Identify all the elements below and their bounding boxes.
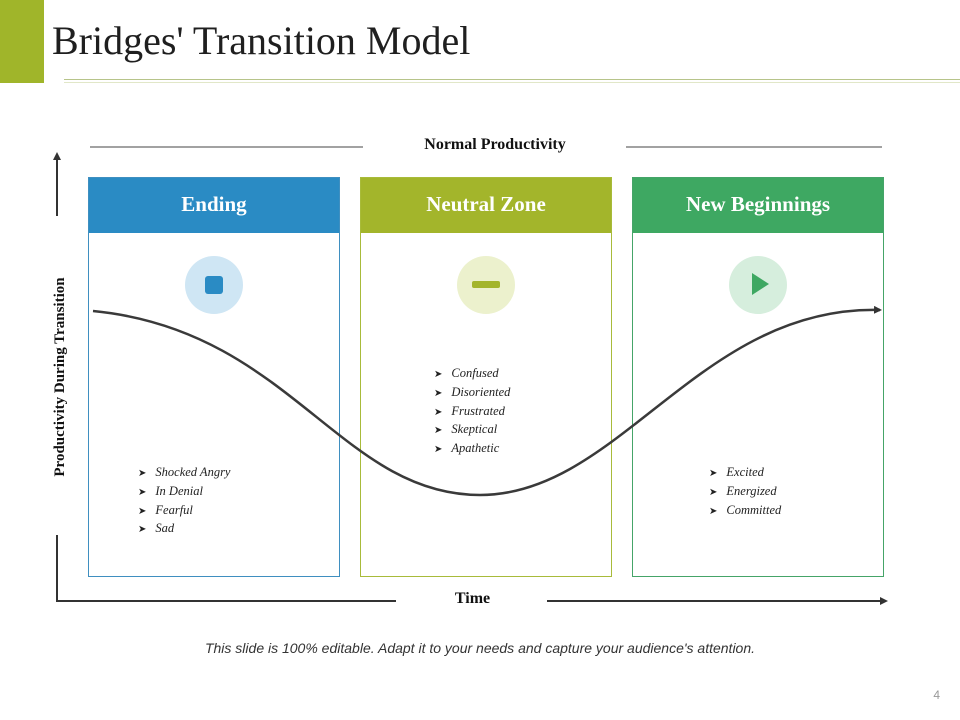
title-underline-secondary: [64, 82, 960, 83]
normal-productivity-label: Normal Productivity: [424, 136, 566, 153]
list-item: Confused: [434, 365, 510, 384]
play-icon-triangle: [752, 273, 769, 295]
slide-title: Bridges' Transition Model: [52, 18, 471, 63]
title-accent-bar: [0, 0, 44, 83]
list-item: Committed: [709, 502, 781, 521]
stop-icon-square: [205, 276, 223, 294]
minus-icon: [457, 256, 515, 314]
play-icon: [729, 256, 787, 314]
list-item: In Denial: [138, 483, 230, 502]
list-item: Shocked Angry: [138, 464, 230, 483]
minus-icon-bar: [472, 281, 500, 288]
stage-header-ending: Ending: [89, 178, 339, 233]
stop-icon: [185, 256, 243, 314]
ending-feelings-list: Shocked Angry In Denial Fearful Sad: [138, 464, 230, 539]
list-item: Sad: [138, 520, 230, 539]
list-item: Apathetic: [434, 440, 510, 459]
list-item: Disoriented: [434, 384, 510, 403]
list-item: Frustrated: [434, 403, 510, 422]
stage-header-new-beginnings: New Beginnings: [633, 178, 883, 233]
list-item: Energized: [709, 483, 781, 502]
title-underline: [64, 79, 960, 80]
stage-header-neutral-zone: Neutral Zone: [361, 178, 611, 233]
page-number: 4: [933, 688, 940, 702]
stage-box-neutral-zone: Neutral Zone: [360, 177, 612, 577]
neutral-zone-feelings-list: Confused Disoriented Frustrated Skeptica…: [434, 365, 510, 459]
list-item: Excited: [709, 464, 781, 483]
list-item: Skeptical: [434, 421, 510, 440]
axis-lower-left: [56, 535, 396, 602]
new-beginnings-feelings-list: Excited Energized Committed: [709, 464, 781, 520]
list-item: Fearful: [138, 502, 230, 521]
y-axis-label: Productivity During Transition: [52, 277, 68, 477]
x-axis-label: Time: [454, 590, 491, 607]
transition-curve: [92, 305, 882, 497]
footer-note: This slide is 100% editable. Adapt it to…: [204, 640, 756, 656]
